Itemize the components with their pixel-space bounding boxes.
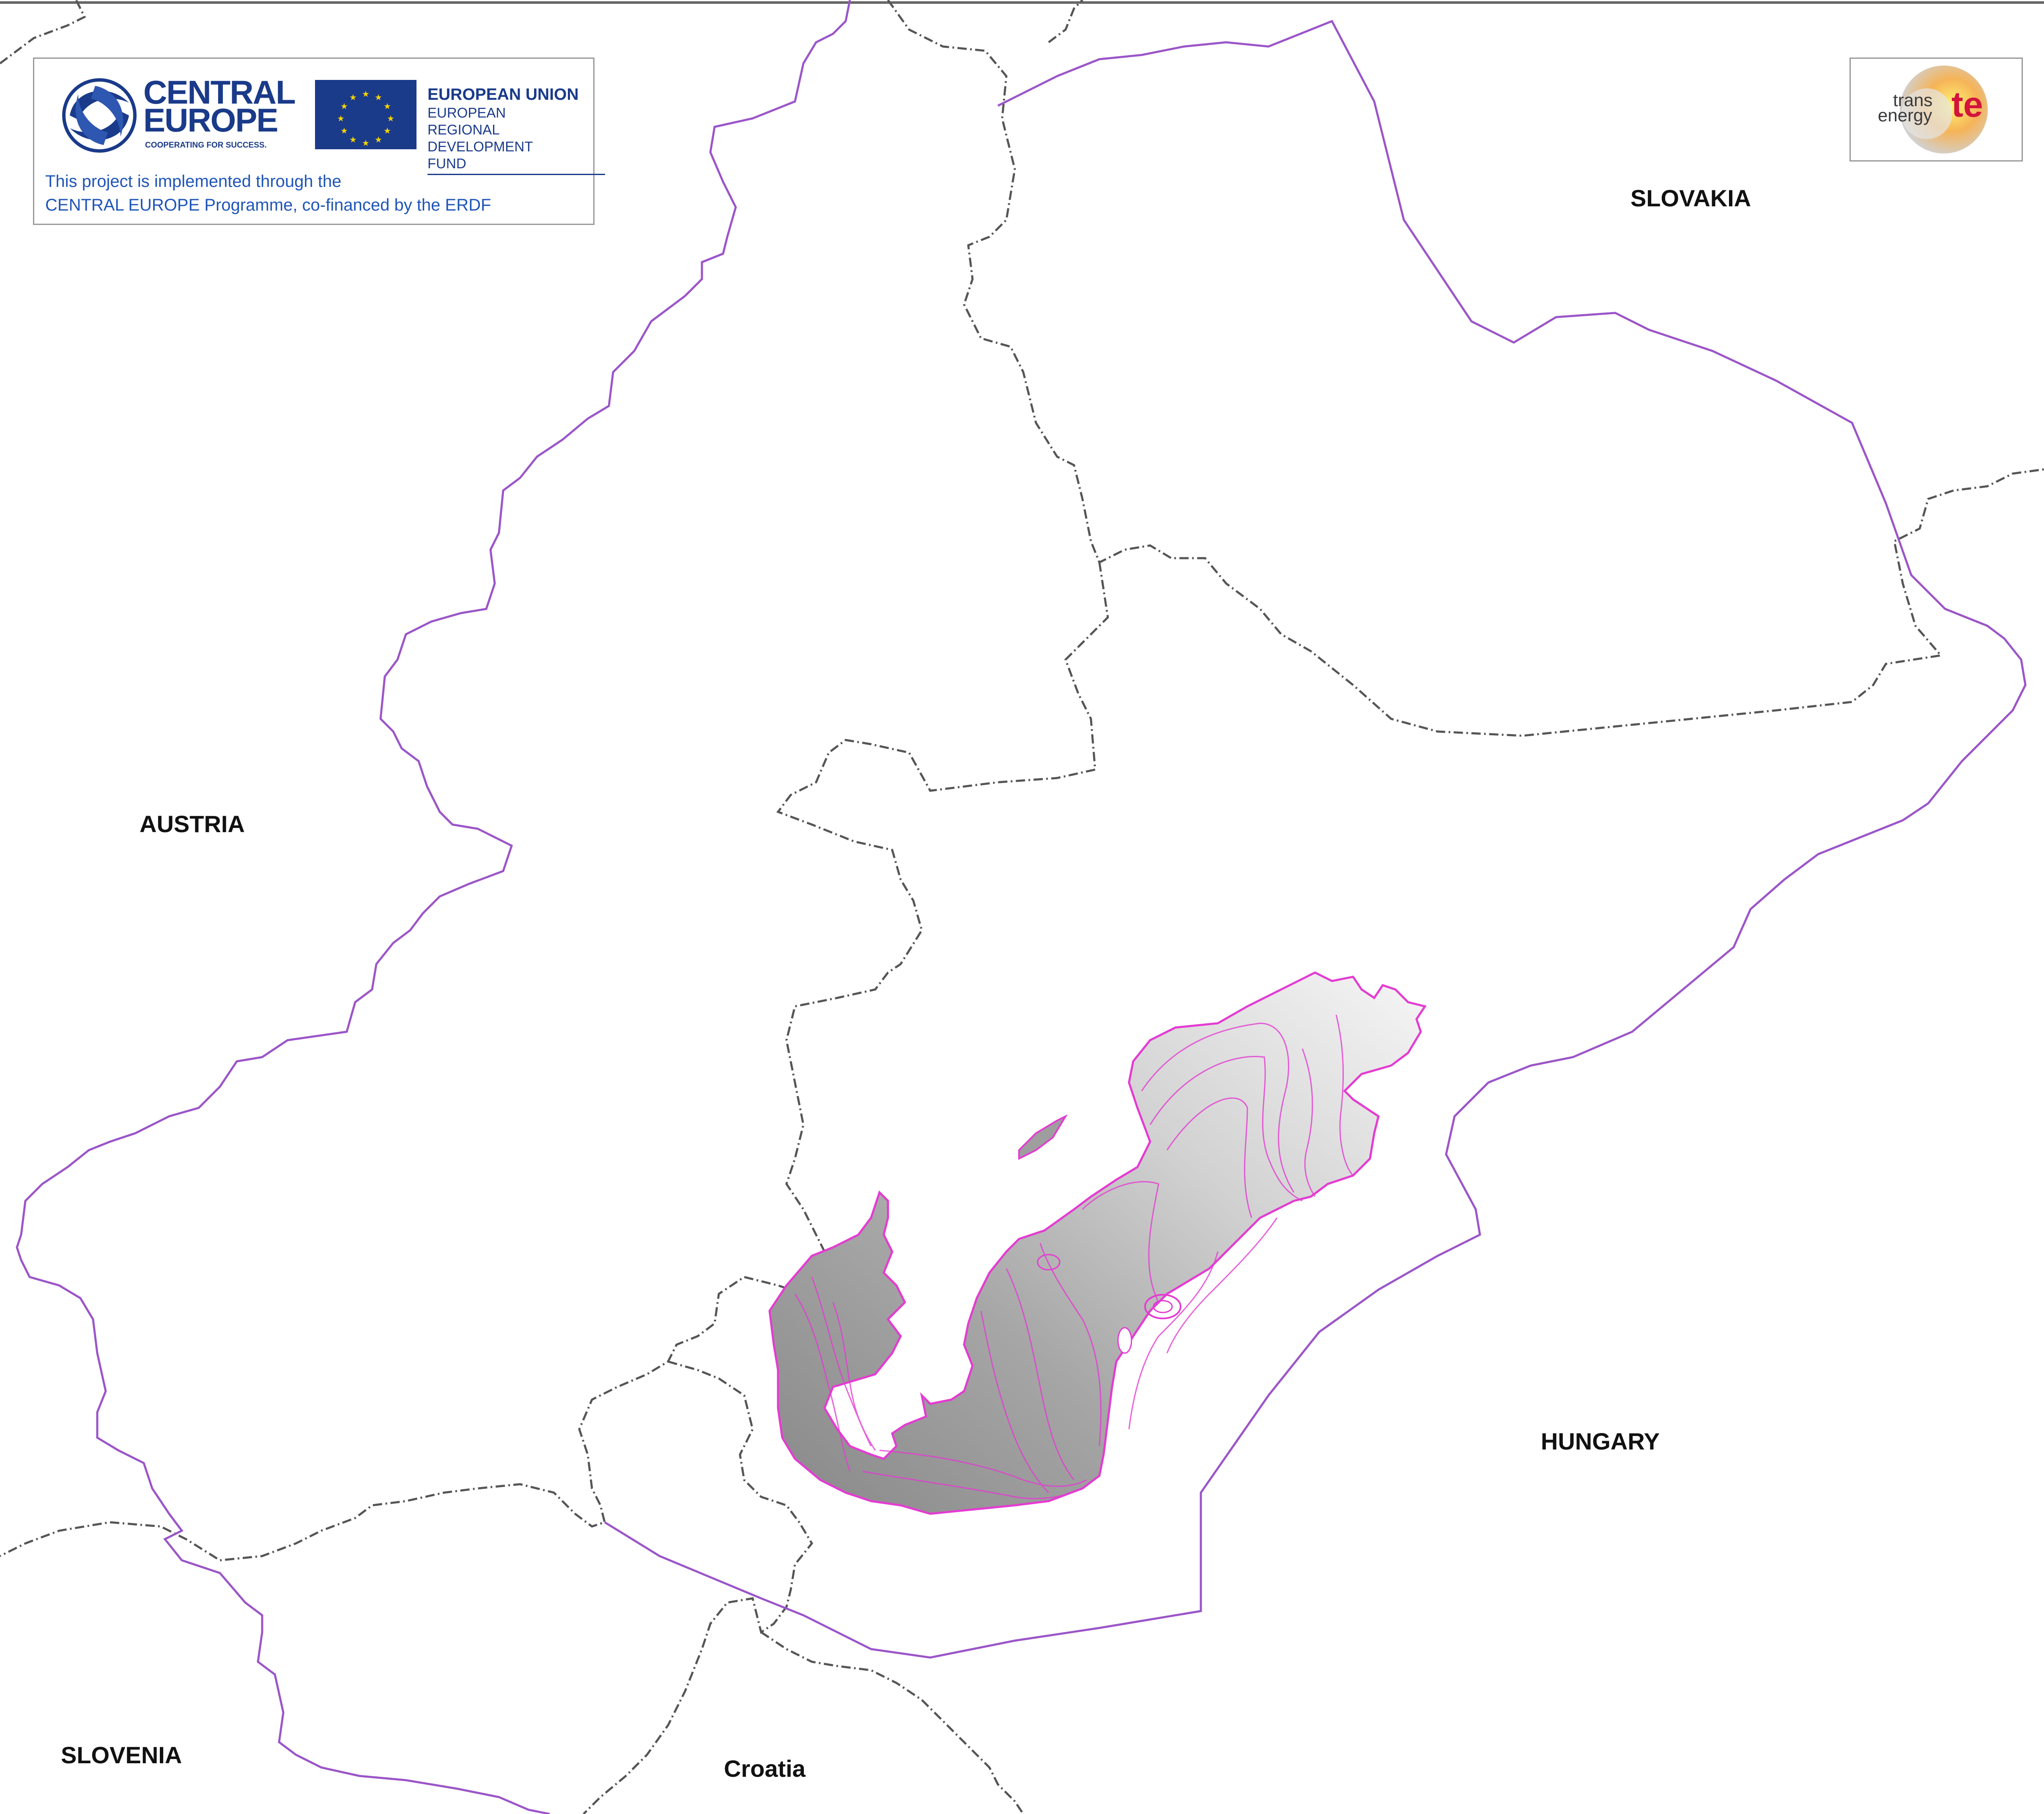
eu-title: EUROPEAN UNION <box>427 85 579 104</box>
transenergy-word-energy: energy <box>1878 105 1932 125</box>
eu-flag-icon: ★ ★ ★ ★ ★ ★ ★ ★ ★ ★ ★ ★ <box>315 80 416 149</box>
label-austria: AUSTRIA <box>140 811 245 837</box>
central-europe-title-line2: EUROPE <box>143 101 278 139</box>
svg-text:★: ★ <box>384 126 391 136</box>
contour-line <box>1335 1014 1354 1176</box>
contour-line <box>1128 1251 1219 1430</box>
regional-border-south <box>583 1360 814 1814</box>
central-europe-emblem-icon <box>62 78 137 153</box>
eu-text-block: EUROPEAN UNION EUROPEAN REGIONAL DEVELOP… <box>427 85 605 175</box>
regional-border-topleft <box>0 0 86 64</box>
contour-line <box>980 1310 1049 1493</box>
svg-text:★: ★ <box>387 113 395 123</box>
svg-text:★: ★ <box>384 101 391 111</box>
transenergy-word-trans: trans <box>1893 90 1933 110</box>
label-slovenia: SLOVENIA <box>61 1742 182 1768</box>
regional-border-north <box>887 0 2044 737</box>
transenergy-mark: te <box>1951 85 1983 124</box>
contour-line <box>832 1302 876 1451</box>
central-europe-title-line1: CENTRAL <box>143 74 296 111</box>
contour-closed-ring <box>1037 1254 1060 1271</box>
contour-area-small-patch <box>1018 1114 1068 1160</box>
regional-border-top-right <box>1048 0 1083 43</box>
svg-text:★: ★ <box>340 101 348 111</box>
national-border-east <box>604 19 2027 1659</box>
svg-text:★: ★ <box>340 126 348 136</box>
contour-line <box>1141 1022 1295 1193</box>
contour-line <box>862 1471 1083 1499</box>
svg-text:★: ★ <box>362 138 370 148</box>
contour-closed-ring <box>1117 1327 1132 1354</box>
contour-line <box>1006 1268 1075 1480</box>
transenergy-globe-icon <box>1900 66 1988 153</box>
svg-text:★: ★ <box>375 92 382 102</box>
national-border-outline <box>16 0 851 1814</box>
contour-line <box>1301 1048 1316 1197</box>
svg-text:★: ★ <box>337 113 345 123</box>
contour-line <box>1166 1217 1278 1354</box>
contour-lines <box>794 1014 1354 1499</box>
contour-line <box>1166 1097 1252 1218</box>
label-croatia: Croatia <box>724 1755 806 1782</box>
project-statement: This project is implemented through the … <box>45 170 491 217</box>
transenergy-logo-box: trans energy te <box>1849 58 2023 162</box>
contour-area <box>768 971 1427 1515</box>
program-logo-box: CENTRAL EUROPE COOPERATING FOR SUCCESS. … <box>33 58 605 225</box>
regional-border-southeast <box>760 1631 1025 1814</box>
contour-line <box>794 1293 851 1472</box>
svg-text:★: ★ <box>349 92 357 102</box>
contour-area-fill <box>768 971 1427 1515</box>
project-statement-line2: CENTRAL EUROPE Programme, co-financed by… <box>45 196 491 214</box>
svg-text:★: ★ <box>362 89 370 99</box>
regional-border-inner-loop <box>0 562 1109 1562</box>
contour-closed-ring <box>1153 1300 1173 1313</box>
contour-closed-ring <box>1144 1294 1181 1319</box>
label-hungary: HUNGARY <box>1541 1428 1660 1455</box>
contour-line <box>1149 1056 1303 1202</box>
svg-text:★: ★ <box>349 134 357 145</box>
central-europe-title: CENTRAL EUROPE <box>143 76 296 137</box>
national-borders <box>16 0 2027 1814</box>
label-slovakia: SLOVAKIA <box>1630 185 1751 211</box>
contour-line <box>879 1450 1087 1487</box>
project-statement-line1: This project is implemented through the <box>45 172 342 191</box>
central-europe-tagline: COOPERATING FOR SUCCESS. <box>145 141 267 150</box>
contour-line <box>1082 1181 1159 1303</box>
eu-subtitle: EUROPEAN REGIONAL DEVELOPMENT FUND <box>427 105 533 171</box>
svg-text:★: ★ <box>375 134 382 145</box>
